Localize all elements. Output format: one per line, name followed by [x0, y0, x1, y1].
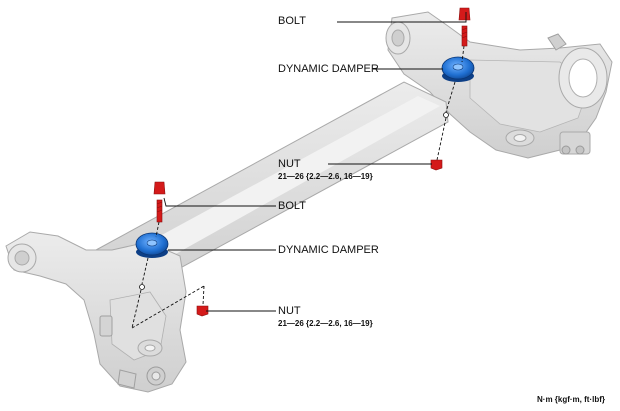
bolt-icon [153, 181, 166, 223]
leader-bolt-lower [163, 197, 276, 207]
label-bolt-lower: BOLT [278, 200, 306, 212]
label-dynamic-damper-lower: DYNAMIC DAMPER [278, 244, 379, 256]
leader-bolt-upper [337, 12, 467, 23]
bolt-icon [458, 7, 471, 47]
nut-icon [430, 159, 443, 171]
label-nut-lower: NUT [278, 305, 301, 317]
dynamic-damper-icon [441, 56, 475, 82]
torque-spec-lower: 21—26 {2.2—2.6, 16—19} [278, 319, 373, 328]
label-bolt-upper: BOLT [278, 15, 306, 27]
dynamic-damper-icon [135, 232, 169, 258]
torque-unit-note: N·m {kgf·m, ft·lbf} [537, 395, 605, 404]
upper-damper-assembly [430, 7, 475, 171]
label-nut-upper: NUT [278, 158, 301, 170]
nut-icon [196, 305, 209, 317]
label-dynamic-damper-upper: DYNAMIC DAMPER [278, 63, 379, 75]
left-trailing-arm [5, 231, 187, 393]
right-trailing-arm [385, 11, 613, 159]
torque-spec-upper: 21—26 {2.2—2.6, 16—19} [278, 172, 373, 181]
leader-lines [163, 12, 467, 312]
lower-damper-assembly [131, 181, 209, 329]
